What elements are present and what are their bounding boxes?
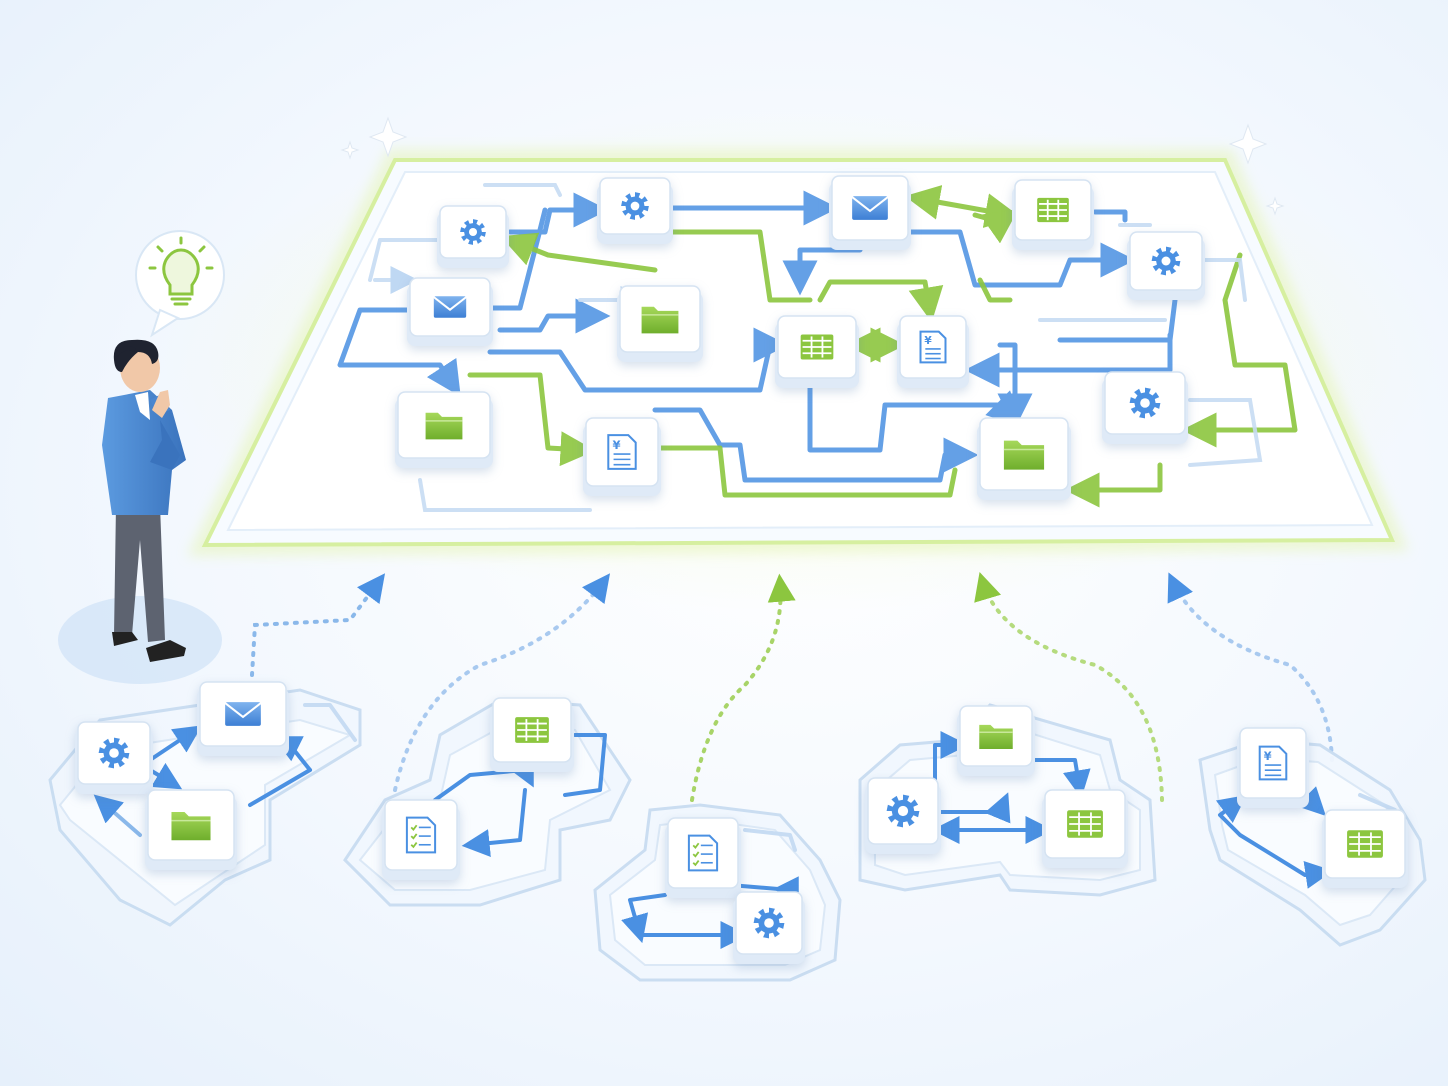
sheet-icon [1037,197,1069,223]
mail-icon [433,296,467,318]
gear-tile [733,891,805,964]
gear-tile [1127,231,1205,300]
folder-tile [145,789,237,870]
folder-tile [977,417,1071,500]
bottom-tiles: ¥ [75,681,1408,964]
checklist-tile [382,799,460,880]
person-floor-shadow [58,596,222,684]
invoice-tile: ¥ [897,315,969,388]
gear-icon [1129,387,1161,419]
sheet-tile [775,315,859,388]
folder-icon [171,811,211,841]
sheet-icon [1067,810,1103,838]
gear-icon [886,794,920,828]
mail-icon [224,702,262,726]
svg-text:¥: ¥ [613,438,621,452]
gear-tile [597,177,673,244]
folder-icon [1003,440,1045,470]
gear-icon [98,737,130,769]
upward-flow-paths [250,571,1334,802]
invoice-tile: ¥ [583,417,661,496]
sheet-icon [515,717,549,743]
invoice-icon: ¥ [607,434,637,470]
lightbulb-icon [148,236,214,306]
mail-tile [197,681,289,756]
folder-icon [641,306,679,334]
folder-icon [979,724,1013,750]
sparkles [340,116,1285,216]
gear-icon [621,192,649,220]
invoice-tile: ¥ [1237,727,1309,808]
sheet-tile [1322,809,1408,888]
mail-tile [407,277,493,346]
gear-tile [437,205,509,268]
gear-tile [1102,371,1188,444]
checklist-icon [405,816,437,854]
board-tiles: ¥¥ [395,175,1205,500]
board-connectors-green [467,185,1298,508]
sheet-tile [1012,179,1094,250]
thinking-person [58,230,225,684]
sheet-icon [1347,830,1383,858]
invoice-icon: ¥ [1258,745,1288,781]
folder-tile [395,391,493,468]
board-connectors-faint [368,183,1263,512]
invoice-icon: ¥ [919,330,947,364]
mail-tile [829,175,911,250]
gear-icon [460,219,486,245]
thought-bubble [135,230,225,338]
folder-tile [957,705,1035,776]
checklist-tile [665,817,741,898]
gear-icon [753,907,785,939]
sheet-tile [490,697,574,772]
mail-icon [851,196,889,220]
sheet-tile [1042,789,1128,868]
gear-tile [75,721,153,794]
folder-tile [617,285,703,362]
folder-icon [425,412,463,440]
sheet-icon [800,334,834,360]
gear-tile [865,777,941,854]
svg-text:¥: ¥ [924,335,932,347]
gear-icon [1151,246,1181,276]
checklist-icon [687,834,719,872]
svg-text:¥: ¥ [1264,750,1272,763]
